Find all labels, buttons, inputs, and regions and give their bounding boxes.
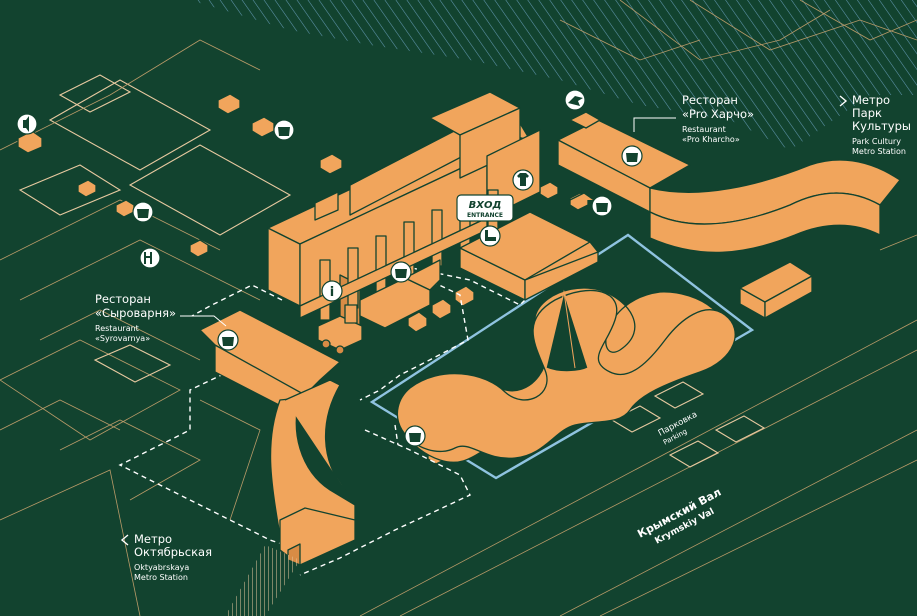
- label-metro-park-kultury[interactable]: Метро Парк Культуры Park Cultury Metro S…: [839, 93, 911, 156]
- label-syrovarnya: Ресторан «Сыроварня» Restaurant «Syrovar…: [95, 292, 227, 343]
- train: [317, 259, 441, 355]
- cafe-icon[interactable]: [390, 261, 412, 283]
- entrance-label-en: ENTRANCE: [467, 212, 503, 219]
- cafe-icon[interactable]: [132, 201, 154, 223]
- garage: [739, 261, 813, 319]
- river-area: [190, 0, 917, 150]
- info-icon[interactable]: i: [321, 280, 343, 302]
- syrovarnya-ru-1: Ресторан: [95, 292, 151, 306]
- bird-icon[interactable]: [564, 89, 586, 111]
- cafe-icon[interactable]: [621, 145, 643, 167]
- metro-okt-en-1: Oktyabrskaya: [134, 563, 189, 572]
- syrovarnya-ru-2: «Сыроварня»: [95, 306, 176, 320]
- embankment-lines: [559, 0, 917, 61]
- pro-kharcho-ru-1: Ресторан: [682, 93, 738, 107]
- metro-stripes: [225, 545, 300, 616]
- cafe-icon[interactable]: [404, 425, 426, 447]
- metro-park-en-2: Metro Station: [852, 147, 906, 156]
- street-lines: [359, 234, 917, 616]
- syrovarnya-en-1: Restaurant: [95, 324, 139, 333]
- cafe-icon[interactable]: [217, 329, 239, 351]
- pro-kharcho-en-2: «Pro Kharcho»: [682, 135, 740, 144]
- pond-shape-main: [396, 289, 736, 459]
- tree-cone-highlight: [563, 291, 576, 369]
- restaurant-syrovarnya-building: [199, 309, 356, 566]
- metro-okt-en-2: Metro Station: [134, 573, 188, 582]
- parking-slots: [610, 381, 766, 468]
- metro-park-ru-1: Метро: [852, 93, 890, 107]
- label-metro-oktyabrskaya[interactable]: Метро Октябрьская Oktyabrskaya Metro Sta…: [120, 532, 212, 582]
- pavilion: [459, 211, 599, 301]
- left-lots: [0, 39, 292, 616]
- metro-okt-ru-1: Метро: [134, 532, 172, 546]
- entrance-sign[interactable]: ВХОД ENTRANCE: [456, 194, 514, 222]
- cafe-icon[interactable]: [273, 119, 295, 141]
- metro-okt-ru-2: Октябрьская: [134, 545, 212, 559]
- tree-cone: [545, 289, 589, 373]
- main-building: [267, 91, 541, 341]
- cafe-icon[interactable]: [591, 195, 613, 217]
- pro-kharcho-en-1: Restaurant: [682, 125, 726, 134]
- wardrobe-icon[interactable]: [479, 225, 501, 247]
- metro-park-ru-3: Культуры: [852, 119, 911, 133]
- shop-icon[interactable]: [512, 169, 534, 191]
- label-pro-kharcho: Ресторан «Pro Харчо» Restaurant «Pro Kha…: [633, 93, 754, 144]
- audio-icon[interactable]: [16, 113, 38, 135]
- pro-kharcho-ru-2: «Pro Харчо»: [682, 107, 754, 121]
- kids-icon[interactable]: [139, 247, 161, 269]
- walking-routes: [118, 267, 526, 576]
- entrance-label-ru: ВХОД: [469, 200, 502, 211]
- info-icon-glyph: i: [330, 285, 334, 300]
- syrovarnya-en-2: «Syrovarnya»: [95, 334, 150, 343]
- metro-park-ru-2: Парк: [852, 106, 882, 120]
- metro-park-en-1: Park Cultury: [852, 137, 901, 146]
